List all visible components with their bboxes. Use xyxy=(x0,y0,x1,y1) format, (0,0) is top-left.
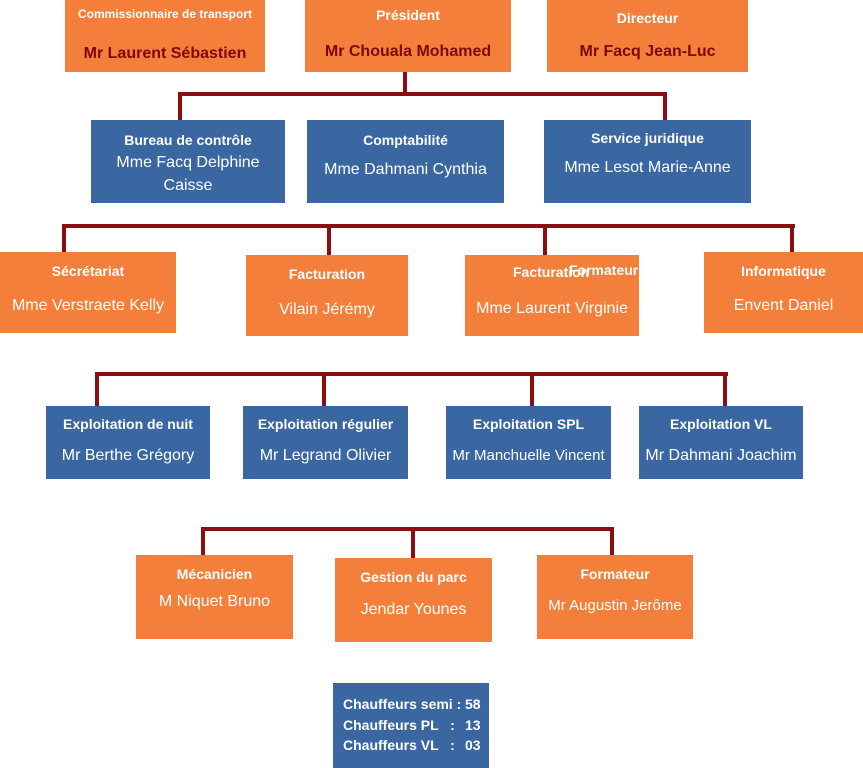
connector-l4-drop-2 xyxy=(322,372,326,406)
connector-top-bar xyxy=(178,92,667,96)
box-name: Mme Dahmani Cynthia xyxy=(324,161,487,178)
connector-l3-bar xyxy=(62,224,795,228)
org-box-exploitation-vl: Exploitation VL Mr Dahmani Joachim xyxy=(639,406,803,479)
box-title: Mécanicien xyxy=(176,566,253,582)
connector-top-drop-3 xyxy=(663,92,667,120)
org-box-service-juridique: Service juridique Mme Lesot Marie-Anne xyxy=(544,120,751,203)
org-box-commissionnaire: Commissionnaire de transport Mr Laurent … xyxy=(65,0,265,72)
stat-label: Chauffeurs semi : xyxy=(343,696,462,712)
chauffeurs-summary: Chauffeurs semi : 58 Chauffeurs PL : 13 … xyxy=(333,683,489,768)
box-title: Exploitation SPL xyxy=(472,416,585,432)
box-title: Exploitation régulier xyxy=(257,416,394,432)
box-title: Exploitation VL xyxy=(670,416,772,432)
box-name: Mr Facq Jean-Luc xyxy=(579,43,716,60)
connector-l4-drop-4 xyxy=(723,372,727,406)
connector-top-stem xyxy=(403,72,407,94)
box-name: Vilain Jérémy xyxy=(279,301,375,318)
org-box-facturation-1: Facturation Vilain Jérémy xyxy=(246,255,408,336)
org-box-comptabilite: Comptabilité Mme Dahmani Cynthia xyxy=(307,120,504,203)
box-name: Jendar Younes xyxy=(360,601,467,618)
box-name: Mr Manchuelle Vincent xyxy=(452,447,605,464)
box-title: Formateur xyxy=(580,566,650,582)
box-title: Président xyxy=(376,7,440,23)
connector-l3-drop-2 xyxy=(327,228,331,255)
org-box-exploitation-regulier: Exploitation régulier Mr Legrand Olivier xyxy=(243,406,408,479)
connector-l3-drop-3 xyxy=(543,224,547,255)
box-name-line2: Caisse xyxy=(163,177,213,194)
stat-value: 13 xyxy=(465,716,481,733)
box-title: Gestion du parc xyxy=(360,569,467,585)
box-name: Mr Augustin Jerôme xyxy=(548,597,682,614)
stat-row: Chauffeurs VL : 03 xyxy=(333,737,489,758)
box-title-overlay: Formateur xyxy=(569,262,639,278)
org-box-president: Président Mr Chouala Mohamed xyxy=(305,0,511,72)
box-title: Directeur xyxy=(616,10,679,26)
box-name: Mr Legrand Olivier xyxy=(259,447,392,464)
box-name: Mme Laurent Virginie xyxy=(476,300,628,317)
box-name: Envent Daniel xyxy=(733,297,834,314)
stat-row: Chauffeurs semi : 58 xyxy=(333,696,489,717)
connector-l5-drop-1 xyxy=(201,527,205,555)
box-name: Mr Chouala Mohamed xyxy=(324,43,492,60)
connector-l3-drop-1 xyxy=(62,224,66,252)
connector-l5-bar xyxy=(201,527,614,531)
stat-label: Chauffeurs VL : xyxy=(343,737,455,753)
box-name: Mr Dahmani Joachim xyxy=(645,447,797,464)
box-title: Exploitation de nuit xyxy=(63,416,193,432)
connector-l4-drop-3 xyxy=(530,372,534,406)
org-box-directeur: Directeur Mr Facq Jean-Luc xyxy=(547,0,748,72)
connector-l4-drop-1 xyxy=(95,372,99,406)
connector-top-drop-1 xyxy=(178,92,182,120)
org-box-formateur: Formateur Mr Augustin Jerôme xyxy=(537,555,693,639)
box-title: Facturation xyxy=(513,264,590,280)
stat-value: 58 xyxy=(465,696,481,712)
org-box-exploitation-spl: Exploitation SPL Mr Manchuelle Vincent xyxy=(446,406,611,479)
stat-value: 03 xyxy=(465,737,481,753)
box-title: Commissionnaire de transport xyxy=(77,7,253,21)
connector-l5-drop-2 xyxy=(411,527,415,558)
org-box-informatique: Informatique Envent Daniel xyxy=(704,252,863,333)
box-name: Mr Berthe Grégory xyxy=(61,447,195,464)
org-box-bureau-controle: Bureau de contrôle Mme Facq Delphine Cai… xyxy=(91,120,285,203)
box-title: Bureau de contrôle xyxy=(124,132,252,148)
connector-l5-drop-3 xyxy=(610,527,614,555)
org-box-secretariat: Sécrétariat Mme Verstraete Kelly xyxy=(0,252,176,333)
box-name: M Niquet Bruno xyxy=(158,593,271,610)
org-box-gestion-parc: Gestion du parc Jendar Younes xyxy=(335,558,492,642)
box-name: Mme Lesot Marie-Anne xyxy=(564,159,731,176)
box-title: Service juridique xyxy=(591,130,704,146)
box-title: Comptabilité xyxy=(363,132,448,148)
box-title: Informatique xyxy=(741,263,826,279)
org-box-mecanicien: Mécanicien M Niquet Bruno xyxy=(136,555,293,639)
box-name: Mme Facq Delphine xyxy=(116,154,260,171)
org-box-facturation-2: Facturation Formateur Mme Laurent Virgin… xyxy=(465,255,639,336)
box-name: Mme Verstraete Kelly xyxy=(11,297,165,314)
connector-l4-bar xyxy=(95,372,728,376)
box-title: Sécrétariat xyxy=(51,263,125,279)
stat-label: Chauffeurs PL : xyxy=(343,716,455,733)
stat-row: Chauffeurs PL : 13 xyxy=(333,717,489,738)
connector-l3-drop-4 xyxy=(790,224,794,252)
org-box-exploitation-nuit: Exploitation de nuit Mr Berthe Grégory xyxy=(46,406,210,479)
box-title: Facturation xyxy=(288,266,366,282)
box-name: Mr Laurent Sébastien xyxy=(83,45,247,62)
